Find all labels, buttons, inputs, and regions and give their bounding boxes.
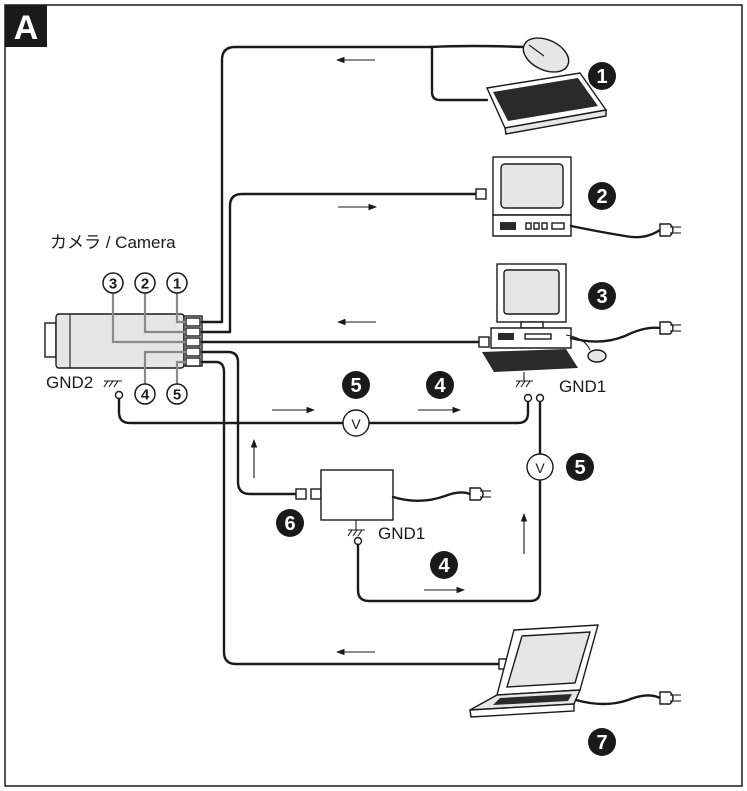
svg-text:5: 5 xyxy=(350,375,361,397)
mouse-cord xyxy=(428,44,525,49)
svg-text:V: V xyxy=(351,416,361,432)
laptop-icon xyxy=(469,624,599,718)
pc-power-cord xyxy=(569,326,662,343)
power-plug-icon xyxy=(659,691,681,705)
port-line-2 xyxy=(143,293,186,334)
figure-border xyxy=(4,4,743,787)
cable-to-mouse-keyboard xyxy=(200,45,432,324)
camera-label: カメラ / Camera xyxy=(50,233,176,252)
figure-badge: A xyxy=(5,5,47,47)
callout-5-top: 5 xyxy=(342,371,370,399)
gnd1-pc-label: GND1 xyxy=(559,377,606,396)
ground-loop-cable-bottom xyxy=(356,478,542,603)
callout-6: 6 xyxy=(276,509,304,537)
box-power-cord xyxy=(391,491,472,502)
svg-text:4: 4 xyxy=(141,387,150,404)
ground-symbol-gnd1-pc xyxy=(515,372,533,388)
voltmeter-right: V xyxy=(526,453,554,481)
svg-text:5: 5 xyxy=(574,457,585,479)
callout-4-top: 4 xyxy=(426,371,454,399)
ground-loop-cable-right xyxy=(367,400,530,425)
monitor-icon xyxy=(492,156,572,237)
cable-to-monitor xyxy=(200,192,478,334)
keyboard-icon xyxy=(485,72,608,135)
port-number-4: 4 xyxy=(134,383,156,405)
callout-1: 1 xyxy=(588,62,616,90)
power-plug-icon xyxy=(659,321,681,335)
control-box-icon xyxy=(310,469,394,521)
port-number-3: 3 xyxy=(102,272,124,294)
port-line-4 xyxy=(143,350,186,384)
svg-text:7: 7 xyxy=(596,732,607,754)
badge-letter: A xyxy=(14,9,39,47)
svg-text:V: V xyxy=(535,460,545,476)
ground-loop-cable-left xyxy=(117,397,345,425)
svg-text:2: 2 xyxy=(141,276,149,293)
gnd2-label: GND2 xyxy=(46,373,93,392)
monitor-power-cord xyxy=(569,224,662,239)
callout-3: 3 xyxy=(588,282,616,310)
callout-4-bottom: 4 xyxy=(430,551,458,579)
svg-text:3: 3 xyxy=(596,286,607,308)
callout-2: 2 xyxy=(588,182,616,210)
pc-icon xyxy=(482,263,607,372)
svg-text:4: 4 xyxy=(438,555,450,577)
svg-text:5: 5 xyxy=(173,387,181,404)
svg-text:2: 2 xyxy=(596,186,607,208)
svg-text:6: 6 xyxy=(284,513,295,535)
port-line-3 xyxy=(111,293,186,344)
ground-symbol-gnd1-box xyxy=(347,520,365,537)
svg-text:1: 1 xyxy=(173,276,181,293)
voltmeter-top: V xyxy=(342,409,370,437)
laptop-power-cord xyxy=(574,694,662,706)
power-plug-icon xyxy=(469,487,491,501)
svg-text:3: 3 xyxy=(109,276,117,293)
keyboard-cord xyxy=(430,45,489,102)
cable-to-laptop xyxy=(200,360,501,666)
svg-text:1: 1 xyxy=(596,66,607,88)
callout-7: 7 xyxy=(588,728,616,756)
svg-text:4: 4 xyxy=(434,375,446,397)
port-number-1: 1 xyxy=(166,272,188,294)
power-plug-icon xyxy=(659,223,681,237)
mouse-icon xyxy=(522,37,570,73)
port-number-5: 5 xyxy=(166,383,188,405)
callout-5-right: 5 xyxy=(566,453,594,481)
gnd1-box-label: GND1 xyxy=(378,524,425,543)
ground-symbol-gnd2 xyxy=(103,380,122,388)
port-number-2: 2 xyxy=(134,272,156,294)
port-line-1 xyxy=(175,293,186,324)
port-line-5 xyxy=(175,360,186,384)
